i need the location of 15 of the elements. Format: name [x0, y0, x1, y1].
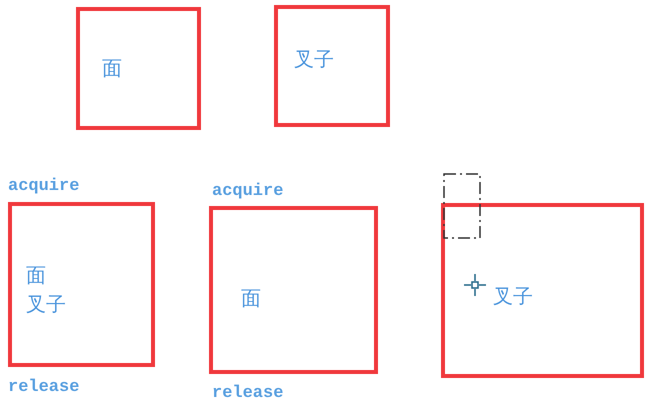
- item-label: 叉子: [493, 284, 533, 308]
- frame-box: [441, 203, 644, 378]
- item-label: 叉子: [26, 292, 66, 316]
- frame-box: [8, 202, 155, 367]
- item-label: 面: [26, 263, 46, 287]
- operation-label: release: [8, 378, 80, 398]
- operation-label: release: [212, 384, 284, 404]
- operation-label: acquire: [212, 182, 284, 202]
- frame-box: [76, 7, 201, 130]
- item-label: 面: [241, 286, 261, 310]
- frame-box: [274, 5, 390, 127]
- item-label: 面: [102, 56, 122, 80]
- frame-box: [209, 206, 378, 374]
- operation-label: acquire: [8, 177, 80, 197]
- item-label: 叉子: [294, 47, 334, 71]
